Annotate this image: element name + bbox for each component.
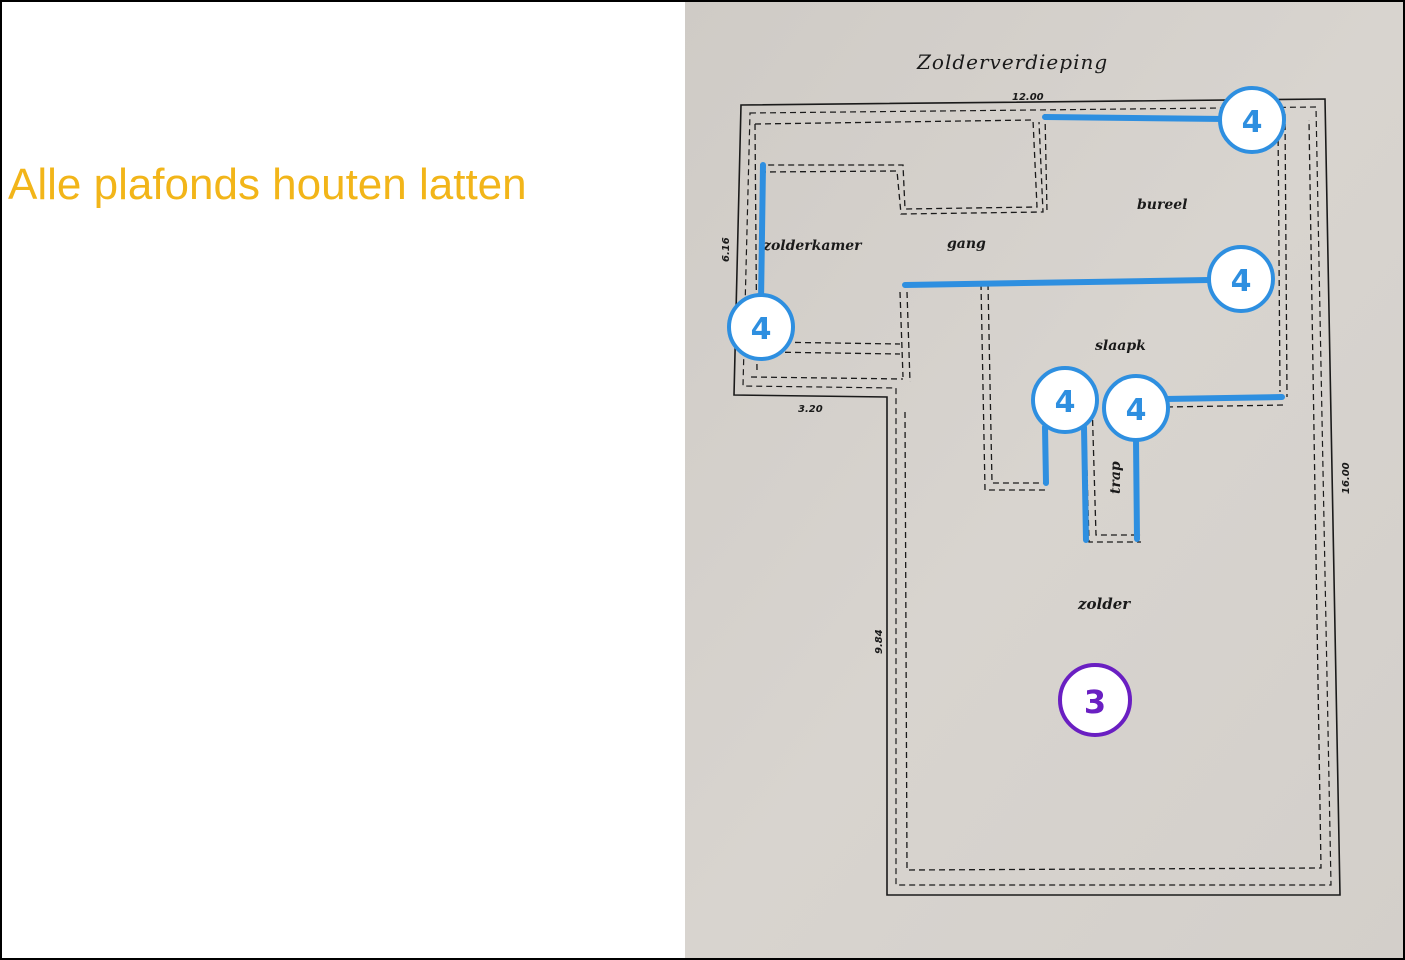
room-label-trap: trap xyxy=(1108,461,1124,494)
dimension-right: 16.00 xyxy=(1341,462,1352,494)
dimension-lower-left: 9.84 xyxy=(874,629,885,654)
room-label-zolder: zolder xyxy=(1077,595,1131,613)
wall-highlight-trap-left xyxy=(1042,424,1049,486)
marker-label: 4 xyxy=(1126,393,1147,428)
dimension-bottom-left: 3.20 xyxy=(798,404,823,415)
marker-wall-top: 4 xyxy=(1218,86,1286,154)
wall-highlight-right xyxy=(1162,394,1285,402)
wall-highlight-left xyxy=(758,162,766,305)
marker-area-zolder: 3 xyxy=(1058,663,1132,737)
marker-wall-trap-right: 4 xyxy=(1102,374,1170,442)
outer-wall xyxy=(733,98,1341,896)
marker-label: 4 xyxy=(1055,385,1076,420)
slide-heading: Alle plafonds houten latten xyxy=(8,160,527,209)
wall-highlight-trap-right xyxy=(1133,436,1140,542)
room-label-bureel: bureel xyxy=(1137,197,1187,213)
wall-highlight-trap-mid xyxy=(1081,424,1089,543)
wall-highlight-middle xyxy=(902,277,1212,288)
marker-label: 3 xyxy=(1084,683,1106,721)
plan-title: Zolderverdieping xyxy=(916,50,1108,74)
room-label-zolderkamer: zolderkamer xyxy=(762,238,863,254)
dimension-top: 12.00 xyxy=(1012,92,1044,103)
wall-highlights xyxy=(758,114,1285,543)
marker-label: 4 xyxy=(751,312,772,347)
marker-wall-left: 4 xyxy=(727,293,795,361)
marker-label: 4 xyxy=(1242,105,1263,140)
wall-highlight-top xyxy=(1042,114,1228,122)
room-label-gang: gang xyxy=(947,236,986,252)
marker-wall-middle: 4 xyxy=(1207,245,1275,313)
marker-label: 4 xyxy=(1231,264,1252,299)
room-label-slaapk: slaapk xyxy=(1095,338,1146,354)
dimension-left: 6.16 xyxy=(721,237,732,262)
marker-wall-trap-left: 4 xyxy=(1031,366,1099,434)
floor-plan-photo: Zolderverdieping 12.00 6.16 3.20 9.84 16… xyxy=(685,2,1403,958)
